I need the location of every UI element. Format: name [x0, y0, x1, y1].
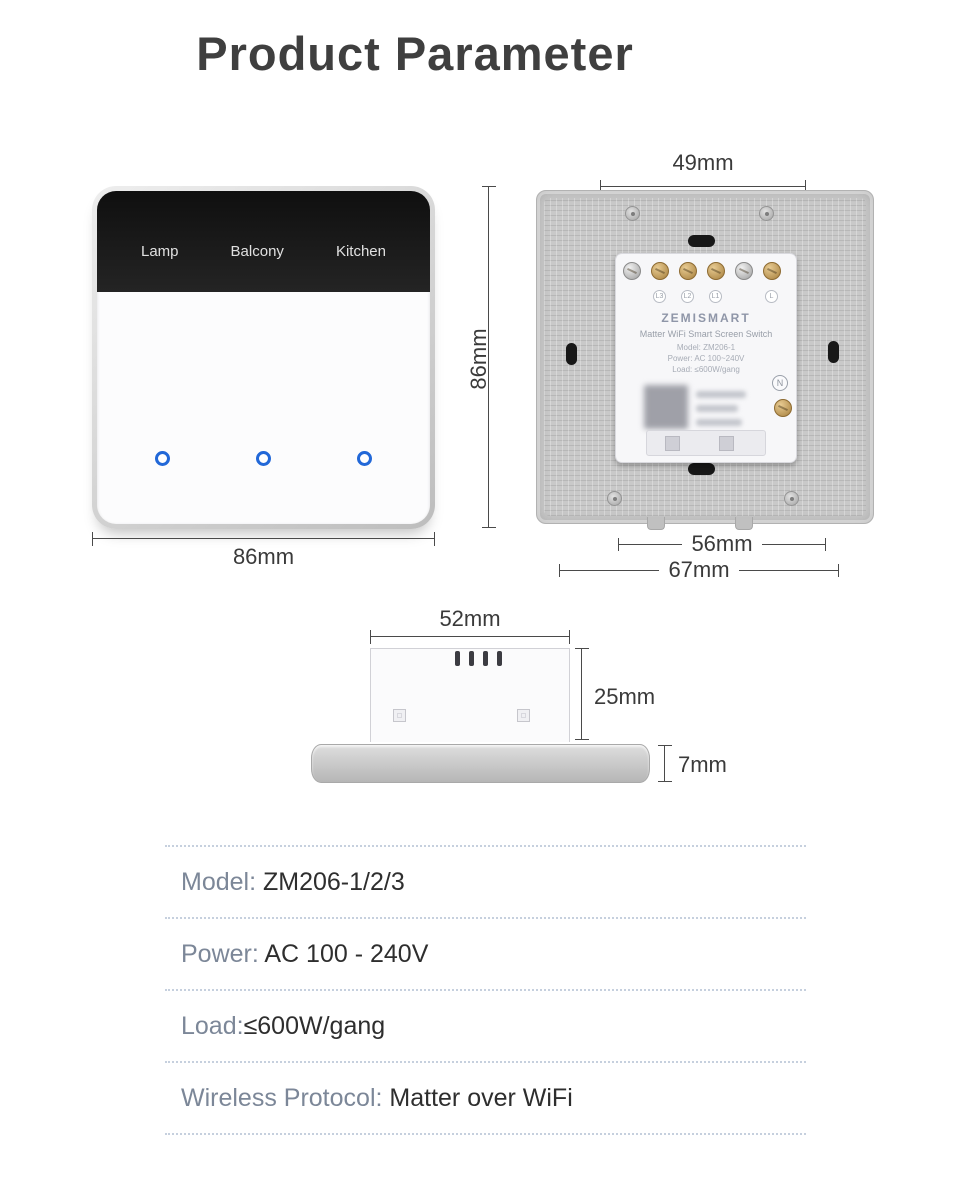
vent-slot-icon: [483, 651, 488, 666]
dim-label-side-depth: 25mm: [594, 684, 656, 709]
terminal-screw-icon: [679, 262, 697, 280]
terminal-screw-icon: [735, 262, 753, 280]
mounting-tab: [647, 517, 665, 530]
blurred-text: [696, 405, 738, 412]
dim-label-plate-thickness: 7mm: [678, 752, 727, 777]
gang-label-balcony: Balcony: [230, 243, 284, 260]
switch-module: L3 L2 L1 L ZEMISMART Matter WiFi Smart S…: [615, 253, 797, 463]
spec-row-model: Model: ZM206-1/2/3: [165, 845, 806, 917]
terminal-screw-icon: [651, 262, 669, 280]
spec-row-load: Load:≤600W/gang: [165, 989, 806, 1061]
touch-indicator-row: [97, 451, 430, 466]
dim-line-back-top: [600, 180, 806, 194]
front-panel: Lamp Balcony Kitchen: [97, 191, 430, 524]
module-load-line: Load: ≤600W/gang: [672, 365, 740, 374]
dim-label-back-module-width: 56mm: [691, 531, 753, 556]
screw-hole-icon: [759, 206, 774, 221]
dim-label-back-top: 49mm: [672, 150, 734, 175]
mounting-slot-right: [828, 341, 839, 363]
dim-label-front-width: 86mm: [232, 544, 295, 569]
gang-label-kitchen: Kitchen: [335, 243, 386, 260]
neutral-terminal-label: N: [772, 375, 788, 391]
blurred-text: [696, 419, 742, 426]
qr-code-blurred: [644, 385, 688, 429]
mounting-tab: [735, 517, 753, 530]
spec-list: Model: ZM206-1/2/3 Power: AC 100 - 240V …: [165, 845, 806, 1135]
mounting-clip: [517, 709, 530, 722]
dim-label-side-width: 52mm: [439, 606, 501, 631]
terminal-label-l3: L3: [653, 290, 666, 303]
blurred-text: [696, 391, 746, 398]
spec-label: Load:: [181, 1012, 244, 1040]
dim-label-front-height: 86mm: [466, 328, 491, 390]
gang-label-lamp: Lamp: [141, 243, 179, 260]
spec-label: Wireless Protocol:: [181, 1084, 383, 1112]
mounting-slot-top: [688, 235, 715, 247]
terminal-screw-row: [623, 262, 781, 280]
dim-label-back-plate-width: 67mm: [668, 557, 730, 582]
front-view-switch: Lamp Balcony Kitchen: [92, 186, 435, 529]
dim-line-front-height: [482, 186, 496, 528]
vent-slot-icon: [497, 651, 502, 666]
spec-label: Power:: [181, 940, 259, 968]
dim-line-side-width: [370, 630, 570, 644]
page-title: Product Parameter: [196, 27, 634, 80]
bottom-terminal-block: [646, 430, 766, 456]
dim-line-back-plate-width: 67mm: [559, 557, 840, 583]
mounting-slot-bottom: [688, 463, 715, 475]
spec-label: Model:: [181, 868, 257, 896]
vent-slots: [455, 651, 502, 666]
brand-logo: ZEMISMART: [661, 311, 751, 325]
screw-hole-icon: [625, 206, 640, 221]
screw-hole-icon: [607, 491, 622, 506]
spec-value: ZM206-1/2/3: [256, 868, 405, 896]
terminal-port: [665, 436, 680, 451]
touch-indicator-icon: [256, 451, 271, 466]
dim-line-side-depth: [575, 648, 589, 740]
screw-hole-icon: [784, 491, 799, 506]
touch-indicator-icon: [357, 451, 372, 466]
mounting-slot-left: [566, 343, 577, 365]
dim-line-plate-thickness: [658, 745, 672, 782]
dim-line-back-module-width: 56mm: [618, 531, 827, 557]
terminal-screw-icon: [774, 399, 792, 417]
back-view-mounting-plate: L3 L2 L1 L ZEMISMART Matter WiFi Smart S…: [536, 190, 874, 530]
side-view-body: [370, 648, 570, 742]
side-view-faceplate: [311, 744, 650, 783]
terminal-label-l1: L1: [709, 290, 722, 303]
spec-value: AC 100 - 240V: [258, 940, 429, 968]
terminal-label-l: L: [765, 290, 778, 303]
module-product-name: Matter WiFi Smart Screen Switch: [639, 329, 773, 339]
vent-slot-icon: [469, 651, 474, 666]
spec-value: Matter over WiFi: [382, 1084, 573, 1112]
terminal-screw-icon: [763, 262, 781, 280]
terminal-port: [719, 436, 734, 451]
terminal-screw-icon: [623, 262, 641, 280]
touch-indicator-icon: [155, 451, 170, 466]
spec-row-protocol: Wireless Protocol: Matter over WiFi: [165, 1061, 806, 1133]
module-power-line: Power: AC 100~240V: [667, 354, 745, 363]
module-model-line: Model: ZM206-1: [676, 343, 736, 352]
dim-line-front-width: [92, 532, 435, 546]
vent-slot-icon: [455, 651, 460, 666]
terminal-screw-icon: [707, 262, 725, 280]
front-screen-area: Lamp Balcony Kitchen: [97, 191, 430, 292]
spec-value: ≤600W/gang: [243, 1012, 386, 1040]
terminal-label-l2: L2: [681, 290, 694, 303]
mounting-clip: [393, 709, 406, 722]
spec-row-power: Power: AC 100 - 240V: [165, 917, 806, 989]
